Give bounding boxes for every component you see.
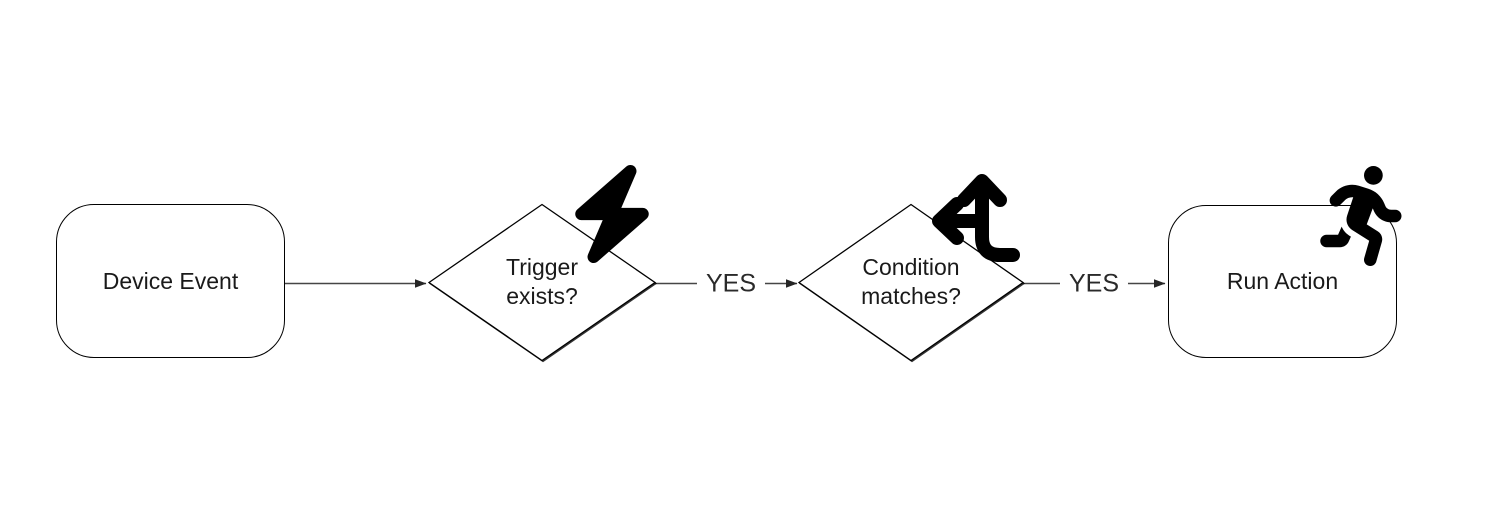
node-condition-matches-diamond xyxy=(797,203,1025,362)
person-running-icon xyxy=(1320,166,1402,266)
trigger-exists-label-line1: Trigger xyxy=(506,254,578,280)
lightning-bolt-icon xyxy=(575,165,649,263)
trigger-exists-label-line2: exists? xyxy=(506,283,578,309)
split-arrows-icon xyxy=(932,174,1020,262)
node-device-event: Device Event xyxy=(56,204,285,358)
condition-matches-label: Condition matches? xyxy=(821,253,1001,311)
edge-label-yes-1: YES xyxy=(696,269,766,299)
run-action-label: Run Action xyxy=(1226,268,1339,294)
node-run-action: Run Action xyxy=(1168,205,1397,358)
condition-matches-label-line2: matches? xyxy=(861,283,961,309)
edge-label-yes-2: YES xyxy=(1059,269,1129,299)
condition-matches-label-line1: Condition xyxy=(862,254,960,280)
device-event-label: Device Event xyxy=(102,267,239,294)
trigger-exists-label: Trigger exists? xyxy=(462,253,622,311)
